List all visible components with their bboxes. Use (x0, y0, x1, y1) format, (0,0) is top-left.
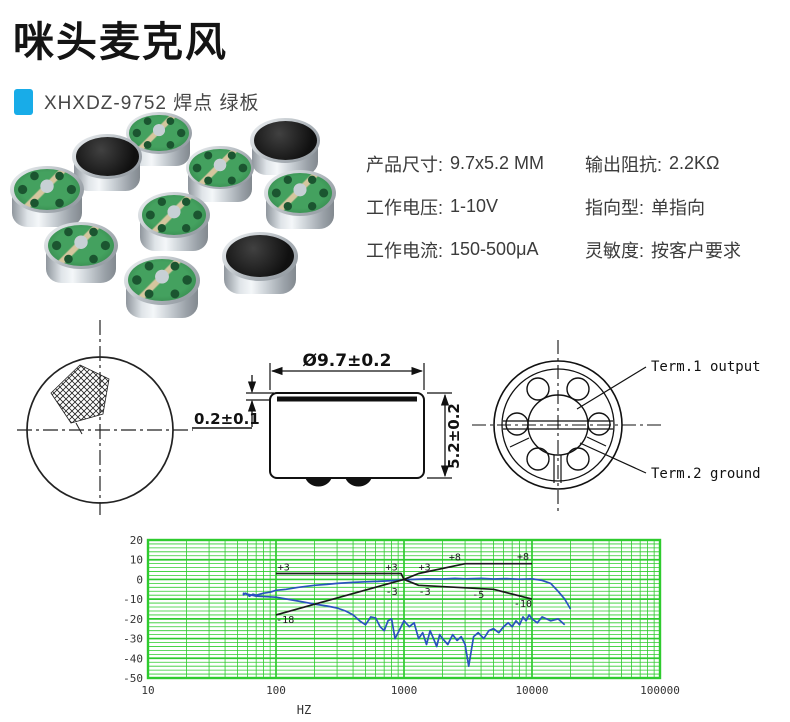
y-tick-label: -30 (123, 633, 143, 646)
chart-annotation: -3 (386, 587, 398, 598)
page-title: 咪头麦克风 (13, 19, 228, 65)
mic-capsule (126, 112, 192, 167)
capsule-top-black (75, 136, 139, 176)
series-frequency-response (242, 577, 572, 610)
y-tick-label: 10 (130, 554, 143, 567)
hatch-region (50, 364, 110, 424)
technical-drawings: 0.2±0.1 Ø9.7±0.2 5.2±0.2 (17, 320, 761, 515)
chart-annotation: +8 (517, 552, 529, 563)
mic-capsule (44, 222, 118, 283)
product-photo (0, 112, 352, 340)
capsule-top-black (225, 235, 295, 278)
lid-thickness-label: 0.2±0.1 (194, 410, 260, 428)
terminal-2-label: Term.2 ground (651, 466, 761, 482)
dimension-lid-thickness: 0.2±0.1 (192, 375, 274, 429)
spec-value: 150-500μA (450, 239, 539, 259)
mic-capsule (264, 170, 336, 230)
drawing-bottom-view: Term.1 output Term.2 ground (472, 340, 761, 511)
mic-capsule (10, 166, 84, 227)
spec-value: 1-10V (450, 196, 499, 216)
spec-label: 灵敏度: (585, 240, 645, 261)
height-label: 5.2±0.2 (445, 403, 463, 469)
series-tolerance-lower (276, 572, 533, 600)
chart-annotation: +8 (449, 553, 461, 564)
spec-label: 指向型: (585, 197, 645, 218)
capsule-top-black (253, 120, 317, 160)
spec-column-left: 产品尺寸: 9.7x5.2 MM 工作电压: 1-10V 工作电流: 150-5… (366, 142, 544, 271)
chart-annotation: -10 (514, 599, 532, 610)
chart-annotation: -3 (419, 587, 431, 598)
chart-annotation: -5 (472, 590, 484, 601)
terminal-1-label: Term.1 output (651, 359, 761, 375)
x-tick-label: 10000 (515, 684, 548, 697)
y-tick-label: -10 (123, 593, 143, 606)
mic-capsule (124, 256, 200, 319)
spec-current: 工作电流: 150-500μA (366, 228, 544, 271)
capsule-top-green (189, 148, 251, 187)
mic-capsule (138, 192, 210, 252)
chart-annotation: +3 (278, 563, 290, 574)
y-tick-label: -40 (123, 652, 143, 665)
model-number: XHXDZ-9752 焊点 绿板 (44, 93, 260, 114)
mic-capsule (186, 146, 254, 202)
x-tick-label: 1000 (391, 684, 418, 697)
spec-label: 产品尺寸: (366, 154, 444, 175)
drawing-side-view: Ø9.7±0.2 5.2±0.2 (269, 351, 463, 487)
series-tolerance-upper (275, 562, 532, 616)
spec-directivity: 指向型: 单指向 (585, 185, 741, 228)
plot-border (146, 538, 662, 680)
chart-annotation: +3 (419, 563, 431, 574)
spec-sensitivity: 灵敏度: 按客户要求 (585, 228, 741, 271)
chart-annotation: -18 (276, 615, 294, 626)
bullet-square-icon (14, 88, 33, 115)
x-tick-label: 100 (266, 684, 286, 697)
spec-impedance: 输出阻抗: 2.2KΩ (585, 142, 741, 185)
chart-annotation: +3 (386, 563, 398, 574)
y-tick-label: 0 (136, 573, 143, 586)
mic-capsule (222, 232, 298, 295)
spec-column-right: 输出阻抗: 2.2KΩ 指向型: 单指向 灵敏度: 按客户要求 (585, 142, 741, 271)
capsule-top-green (127, 259, 197, 302)
capsule-top-green (13, 169, 81, 211)
spec-value: 2.2KΩ (669, 153, 720, 173)
spec-dimensions: 产品尺寸: 9.7x5.2 MM (366, 142, 544, 185)
series-rear-response (242, 592, 566, 668)
capsule-top-green (47, 225, 115, 267)
y-tick-label: -20 (123, 613, 143, 626)
drawing-top-view (17, 320, 193, 515)
x-tick-label: 100000 (640, 684, 680, 697)
model-row: XHXDZ-9752 焊点 绿板 (14, 88, 260, 115)
spec-value: 9.7x5.2 MM (450, 153, 545, 173)
mic-capsule (72, 134, 142, 192)
diameter-label: Ø9.7±0.2 (303, 351, 392, 371)
x-axis-label: HZ (297, 703, 311, 717)
mic-capsule (250, 118, 320, 176)
spec-voltage: 工作电压: 1-10V (366, 185, 544, 228)
spec-value: 按客户要求 (651, 240, 742, 261)
spec-label: 工作电压: (366, 197, 444, 218)
capsule-top-green (129, 114, 189, 152)
x-tick-label: 10 (141, 684, 154, 697)
capsule-top-green (141, 194, 207, 236)
y-tick-label: -50 (123, 672, 143, 685)
spec-label: 工作电流: (366, 240, 444, 261)
spec-label: 输出阻抗: (585, 154, 663, 175)
capsule-top-green (267, 172, 333, 214)
spec-value: 单指向 (651, 197, 706, 218)
y-tick-label: 20 (130, 534, 143, 547)
